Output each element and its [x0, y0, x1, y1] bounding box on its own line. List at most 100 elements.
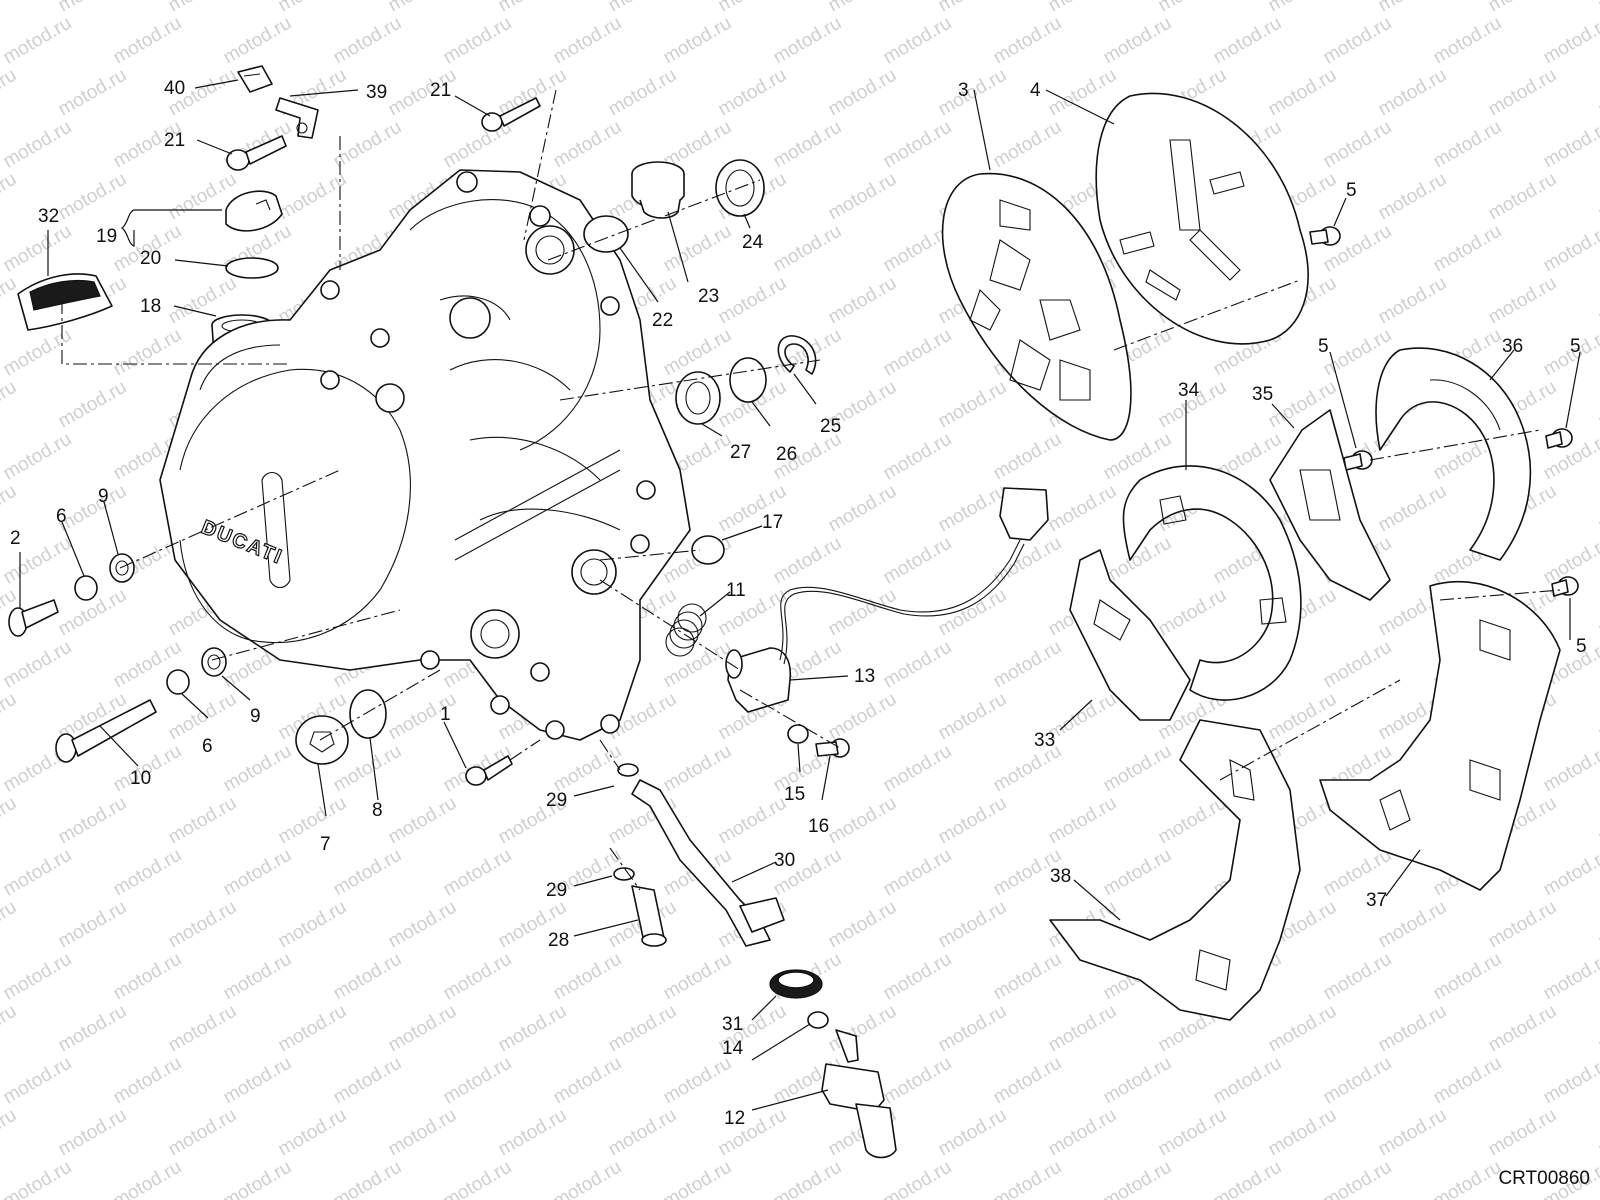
callout-6b: 6	[202, 736, 213, 757]
watermark-text: motod.ru	[1595, 897, 1600, 953]
watermark-text: motod.ru	[825, 585, 900, 641]
watermark-text: motod.ru	[1265, 0, 1340, 16]
watermark-text: motod.ru	[880, 117, 955, 173]
part-33-segment	[1069, 549, 1191, 721]
watermark-text: motod.ru	[935, 481, 1010, 537]
watermark-text: motod.ru	[1485, 0, 1560, 16]
watermark-text: motod.ru	[770, 533, 845, 589]
part-5-screw-a	[1309, 226, 1341, 246]
callout-21a: 21	[430, 80, 451, 101]
watermark-text: motod.ru	[935, 689, 1010, 745]
part-8-o-ring	[349, 689, 387, 739]
watermark-text: motod.ru	[1430, 221, 1505, 277]
watermark-text: motod.ru	[0, 377, 20, 433]
watermark-text: motod.ru	[0, 793, 20, 849]
watermark-text: motod.ru	[605, 1105, 680, 1161]
watermark-text: motod.ru	[660, 221, 735, 277]
watermark-text: motod.ru	[1100, 13, 1175, 69]
watermark-text: motod.ru	[990, 117, 1065, 173]
watermark-text: motod.ru	[330, 949, 405, 1005]
callout-2: 2	[10, 528, 21, 549]
part-17-o-ring	[691, 535, 725, 565]
watermark-text: motod.ru	[1595, 793, 1600, 849]
watermark-text: motod.ru	[770, 1157, 845, 1200]
watermark-text: motod.ru	[990, 949, 1065, 1005]
watermark-text: motod.ru	[550, 741, 625, 797]
callout-30: 30	[774, 850, 795, 871]
watermark-text: motod.ru	[770, 117, 845, 173]
assembly-lines	[61, 89, 1561, 891]
watermark-text: motod.ru	[660, 1157, 735, 1200]
part-6-washer-lower	[166, 669, 190, 695]
watermark-text: motod.ru	[440, 949, 515, 1005]
callout-28: 28	[548, 930, 569, 951]
callout-13: 13	[854, 666, 875, 687]
watermark-text: motod.ru	[330, 117, 405, 173]
part-19-oil-filler-cap	[225, 190, 283, 232]
watermark-text: motod.ru	[220, 1157, 295, 1200]
watermark-text: motod.ru	[770, 13, 845, 69]
callout-37: 37	[1366, 890, 1387, 911]
callout-33: 33	[1034, 730, 1055, 751]
part-40-clip	[237, 65, 273, 93]
watermark-text: motod.ru	[880, 949, 955, 1005]
watermark-text: motod.ru	[1540, 117, 1600, 173]
watermark-text: motod.ru	[1045, 1001, 1120, 1057]
watermark-text: motod.ru	[440, 1157, 515, 1200]
leader-lines	[19, 79, 1581, 1111]
watermark-text: motod.ru	[1265, 1105, 1340, 1161]
watermark-text: motod.ru	[55, 897, 130, 953]
watermark-text: motod.ru	[825, 897, 900, 953]
watermark-text: motod.ru	[1100, 741, 1175, 797]
watermark-text: motod.ru	[0, 169, 20, 225]
watermark-text: motod.ru	[1045, 0, 1120, 16]
watermark-text: motod.ru	[0, 65, 20, 121]
callout-40: 40	[164, 78, 185, 99]
callout-5e: 5	[1576, 636, 1587, 657]
watermark-text: motod.ru	[1045, 65, 1120, 121]
watermark-text: motod.ru	[825, 169, 900, 225]
watermark-text: motod.ru	[825, 273, 900, 329]
watermark-text: motod.ru	[715, 273, 790, 329]
part-21-screw-left	[226, 135, 287, 171]
part-11-spring	[665, 603, 707, 657]
callout-32: 32	[38, 206, 59, 227]
watermark-text: motod.ru	[1540, 1053, 1600, 1109]
watermark-text: motod.ru	[1375, 481, 1450, 537]
part-16-screw	[815, 738, 850, 758]
watermark-text: motod.ru	[385, 897, 460, 953]
watermark-text: motod.ru	[275, 169, 350, 225]
watermark-text: motod.ru	[1320, 949, 1395, 1005]
watermark-text: motod.ru	[1540, 741, 1600, 797]
part-32-label-decal	[17, 273, 113, 331]
watermark-text: motod.ru	[825, 793, 900, 849]
part-4-pressure-plate	[1095, 92, 1309, 345]
watermark-text: motod.ru	[440, 1053, 515, 1109]
watermark-text: motod.ru	[0, 221, 75, 277]
callout-7: 7	[320, 834, 331, 855]
watermark-text: motod.ru	[880, 845, 955, 901]
callout-5c: 5	[1570, 336, 1581, 357]
watermark-text: motod.ru	[1430, 949, 1505, 1005]
watermark-text: motod.ru	[825, 1001, 900, 1057]
callout-22: 22	[652, 310, 673, 331]
watermark-text: motod.ru	[605, 0, 680, 16]
watermark-text: motod.ru	[0, 325, 75, 381]
watermark-text: motod.ru	[660, 13, 735, 69]
callout-29b: 29	[546, 880, 567, 901]
watermark-text: motod.ru	[1375, 0, 1450, 16]
watermark-text: motod.ru	[1045, 689, 1120, 745]
part-29-washer-upper	[617, 763, 639, 777]
watermark-text: motod.ru	[165, 1105, 240, 1161]
watermark-text: motod.ru	[55, 793, 130, 849]
watermark-text: motod.ru	[220, 13, 295, 69]
callout-1: 1	[440, 704, 451, 725]
watermark-text: motod.ru	[0, 1157, 75, 1200]
watermark-text: motod.ru	[1430, 13, 1505, 69]
watermark-text: motod.ru	[275, 1105, 350, 1161]
watermark-text: motod.ru	[935, 377, 1010, 433]
watermark-text: motod.ru	[1375, 273, 1450, 329]
watermark-text: motod.ru	[1485, 273, 1560, 329]
watermark-text: motod.ru	[1485, 169, 1560, 225]
watermark-text: motod.ru	[495, 0, 570, 16]
